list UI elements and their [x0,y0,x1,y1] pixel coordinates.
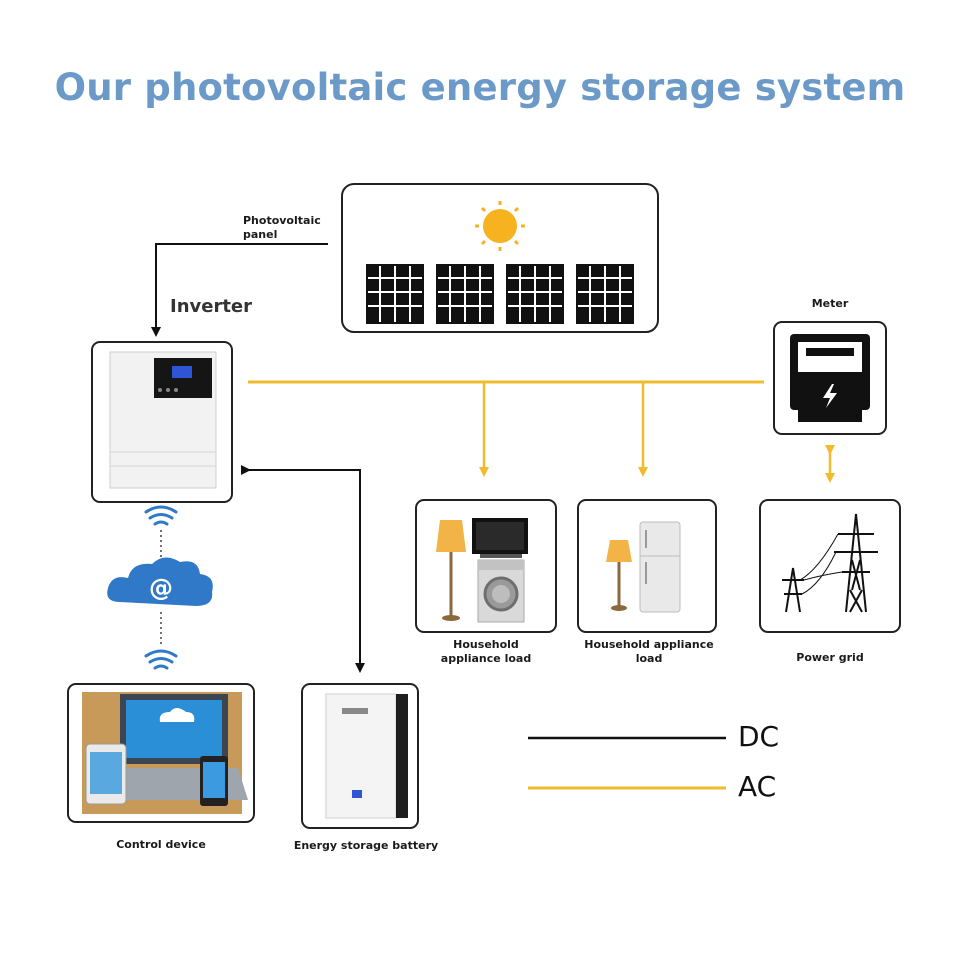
battery-icon [325,693,408,819]
laptop-icon [82,692,248,814]
sun-icon [475,201,525,251]
meter-label: Meter [811,297,849,310]
power-grid-box [759,499,901,633]
battery-label: Energy storage battery [293,839,439,852]
solar-panel-icon [366,263,635,325]
inverter-label: Inverter [170,296,253,317]
household-load-label-2: Household appliance load [584,638,714,665]
lamp-icon [606,540,632,611]
wifi-icon [144,649,178,670]
meter-icon [790,334,870,422]
washing-machine-icon [477,559,525,623]
legend-ac-label: AC [738,770,777,803]
fridge-icon [639,521,681,613]
power-tower-icon [782,513,878,613]
dc-line-pv-to-inverter [151,243,328,337]
dc-line-inverter-battery [241,465,365,673]
page-title: Our photovoltaic energy storage system [54,66,906,109]
power-grid-label: Power grid [796,651,864,664]
cloud-icon: @ [107,557,213,606]
lamp-icon [436,520,466,621]
legend-dc-label: DC [738,720,780,753]
wifi-icon [144,505,178,526]
control-device-label: Control device [116,838,206,851]
household-load-label-1: Household appliance load [440,638,532,665]
svg-text:@: @ [149,574,173,602]
pv-panel-label: Photovoltaic panel [243,214,321,241]
tv-icon [472,518,528,558]
inverter-icon [109,351,217,489]
